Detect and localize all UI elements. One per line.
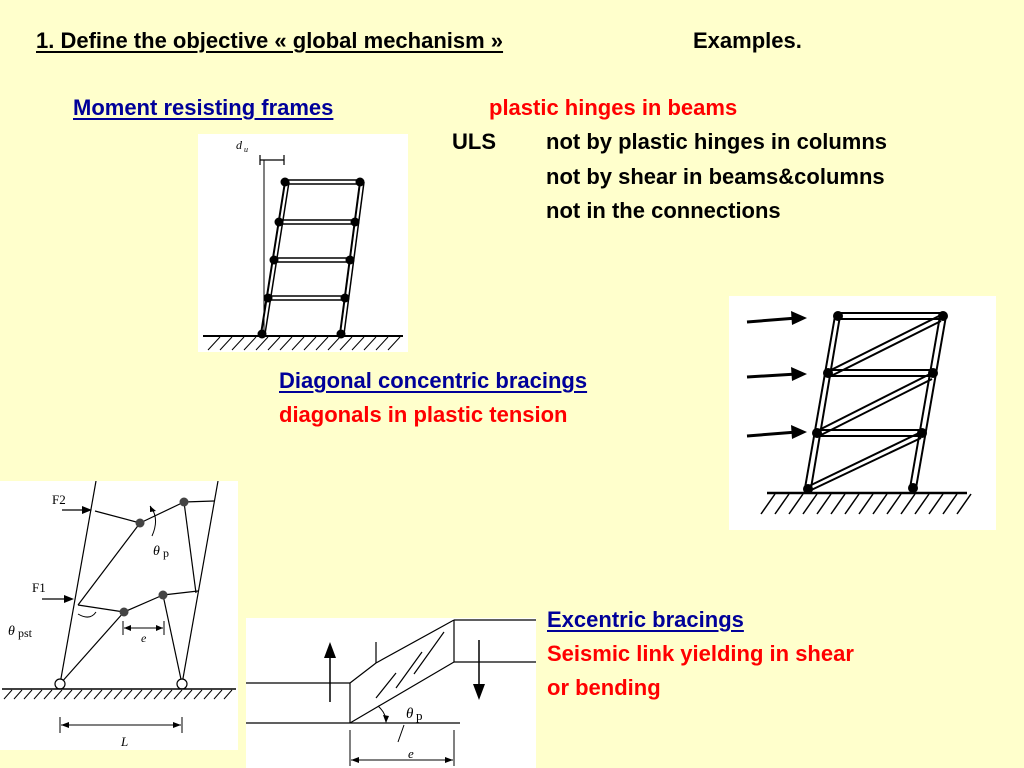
link-e-label: e (408, 746, 414, 761)
bay-length-label: L (120, 734, 128, 749)
uls-label: ULS (452, 129, 496, 154)
eccentric-bracings-description-1: Seismic link yielding in shear (547, 641, 854, 666)
concentric-bracings-title: Diagonal concentric bracings (279, 368, 588, 393)
moment-frames-title: Moment resisting frames (73, 95, 334, 120)
criterion-no-shear: not by shear in beams&columns (546, 164, 885, 189)
theta-pst-symbol: θ (8, 624, 15, 639)
force-f1-label: F1 (32, 580, 46, 595)
concentric-bracings-description: diagonals in plastic tension (279, 402, 568, 427)
eccentric-bracings-description-2: or bending (547, 675, 661, 700)
theta-p-sub: p (163, 546, 169, 560)
concentric-bracing-figure (729, 296, 996, 530)
link-theta-sub: p (416, 708, 423, 723)
eccentric-frame-figure: F2 F1 θ p θ pst (0, 481, 238, 750)
seismic-link-figure: θ p e (246, 618, 536, 768)
force-f2-label: F2 (52, 492, 66, 507)
drift-label: d (236, 138, 243, 152)
criterion-no-hinges-columns: not by plastic hinges in columns (546, 129, 888, 154)
link-theta-symbol: θ (406, 706, 414, 722)
moment-frame-figure: d u (198, 134, 408, 352)
theta-p-symbol: θ (153, 544, 160, 559)
drift-label-sub: u (244, 145, 248, 154)
page-title: 1. Define the objective « global mechani… (36, 28, 504, 53)
eccentric-bracings-title: Excentric bracings (547, 607, 744, 632)
theta-pst-sub: pst (18, 626, 33, 640)
examples-label: Examples. (693, 28, 802, 53)
link-length-label: e (141, 631, 147, 645)
criterion-plastic-hinges-beams: plastic hinges in beams (489, 95, 738, 120)
criterion-no-connections: not in the connections (546, 198, 781, 223)
